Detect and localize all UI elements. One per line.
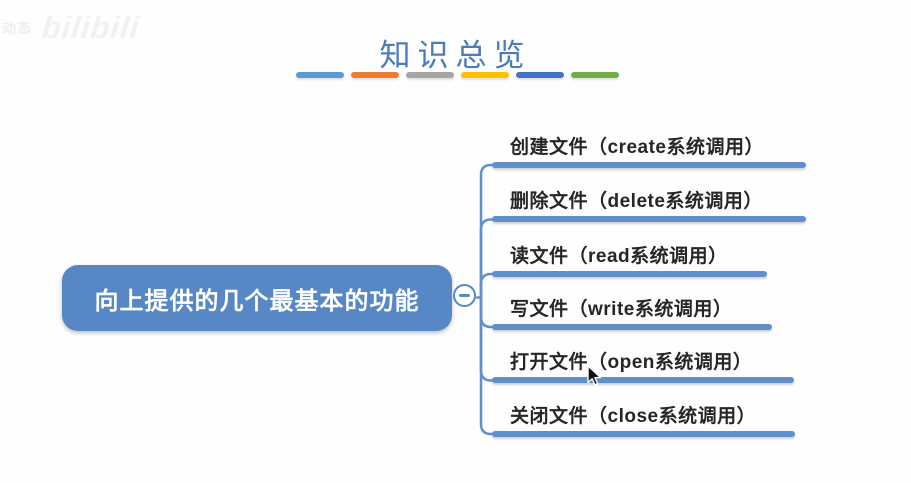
branch-label[interactable]: 打开文件（open系统调用）: [510, 352, 753, 373]
root-topic-label: 向上提供的几个最基本的功能: [94, 287, 420, 315]
branch-label[interactable]: 写文件（write系统调用）: [510, 299, 733, 320]
title-bar-gray: [406, 72, 454, 78]
branch-underline: [492, 324, 772, 330]
title-underline-bars: [296, 72, 619, 78]
title-bar-darkblue: [516, 72, 564, 78]
collapse-button[interactable]: [453, 284, 476, 307]
branch-underline: [492, 377, 794, 383]
branch-underline: [492, 216, 806, 222]
title-bar-orange: [351, 72, 399, 78]
branch-label[interactable]: 读文件（read系统调用）: [510, 246, 728, 267]
root-topic[interactable]: 向上提供的几个最基本的功能: [62, 265, 452, 331]
branch-underline: [492, 271, 767, 277]
minus-icon: [459, 294, 470, 297]
branch-label[interactable]: 关闭文件（close系统调用）: [510, 406, 757, 427]
page-title-wrap: 知识总览: [0, 30, 911, 75]
branch-label[interactable]: 创建文件（create系统调用）: [510, 137, 764, 158]
branch-label[interactable]: 删除文件（delete系统调用）: [510, 191, 763, 212]
title-bar-blue: [296, 72, 344, 78]
title-bar-green: [571, 72, 619, 78]
branch-underline: [492, 162, 806, 168]
page-title: 知识总览: [379, 38, 532, 74]
branch-underline: [492, 431, 795, 437]
title-bar-gold: [461, 72, 509, 78]
